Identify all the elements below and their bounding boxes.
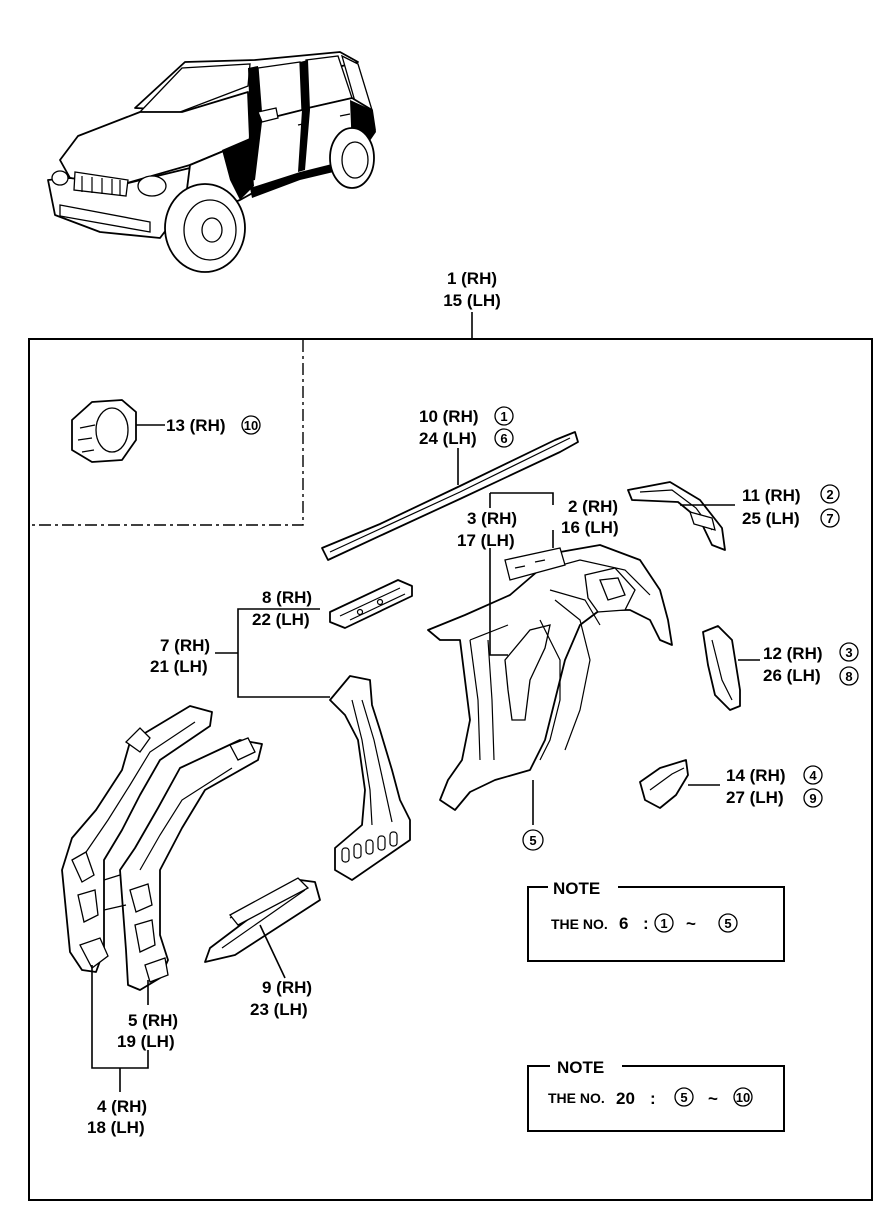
svg-text:4: 4: [809, 768, 817, 783]
svg-text:15 (LH): 15 (LH): [443, 291, 501, 310]
svg-text:19 (LH): 19 (LH): [117, 1032, 175, 1051]
callout-12: 12 (RH) 26 (LH) 3 8: [763, 642, 859, 686]
callout-11: 11 (RH) 25 (LH) 2 7: [742, 484, 840, 528]
svg-text:2 (RH): 2 (RH): [568, 497, 618, 516]
svg-text:6: 6: [619, 914, 628, 933]
callout-14: 14 (RH) 27 (LH) 4 9: [726, 765, 823, 808]
svg-text:2: 2: [826, 487, 833, 502]
callout-4: 4 (RH) 18 (LH): [87, 1097, 147, 1137]
svg-text:3 (RH): 3 (RH): [467, 509, 517, 528]
part-11-bracket: [627, 481, 735, 551]
callout-1: 1 (RH) 15 (LH): [443, 269, 501, 310]
svg-text:7 (RH): 7 (RH): [160, 636, 210, 655]
part-2-quarter-panel: [427, 544, 673, 825]
svg-text:13 (RH): 13 (RH): [166, 416, 226, 435]
svg-text:17 (LH): 17 (LH): [457, 531, 515, 550]
note-box-1: NOTE THE NO. 6 : 1 ~ 5: [527, 879, 785, 962]
callout-3: 3 (RH) 17 (LH): [457, 509, 517, 550]
svg-text:26 (LH): 26 (LH): [763, 666, 821, 685]
svg-text:14 (RH): 14 (RH): [726, 766, 786, 785]
svg-text::: :: [650, 1089, 656, 1108]
svg-text:23 (LH): 23 (LH): [250, 1000, 308, 1019]
svg-text:10: 10: [244, 418, 258, 433]
svg-text:25 (LH): 25 (LH): [742, 509, 800, 528]
svg-text:5: 5: [724, 916, 731, 931]
leader-lines: [91, 492, 554, 1092]
svg-text:THE NO.: THE NO.: [548, 1090, 605, 1106]
svg-text:8: 8: [845, 669, 852, 684]
svg-text:27 (LH): 27 (LH): [726, 788, 784, 807]
part-14-bracket: [639, 759, 720, 809]
svg-text:5 (RH): 5 (RH): [128, 1011, 178, 1030]
callout-10: 10 (RH) 24 (LH) 1 6: [419, 406, 514, 448]
svg-text:~: ~: [708, 1089, 718, 1108]
svg-text:18 (LH): 18 (LH): [87, 1118, 145, 1137]
svg-text:NOTE: NOTE: [557, 1058, 604, 1077]
svg-text:4 (RH): 4 (RH): [97, 1097, 147, 1116]
svg-text::: :: [643, 914, 649, 933]
svg-text:9: 9: [809, 791, 816, 806]
svg-text:21 (LH): 21 (LH): [150, 657, 208, 676]
svg-text:1: 1: [500, 409, 507, 424]
svg-text:1: 1: [660, 916, 667, 931]
svg-text:5: 5: [529, 833, 536, 848]
callout-7: 7 (RH) 21 (LH): [150, 636, 210, 676]
part-7-pillar: [329, 675, 411, 881]
svg-text:THE NO.: THE NO.: [551, 916, 608, 932]
svg-text:5: 5: [680, 1090, 687, 1105]
part-9-rocker: [204, 877, 321, 979]
svg-text:11 (RH): 11 (RH): [742, 486, 801, 505]
svg-text:12 (RH): 12 (RH): [763, 644, 823, 663]
callout-2: 2 (RH) 16 (LH): [561, 497, 619, 537]
svg-text:1 (RH): 1 (RH): [447, 269, 497, 288]
callout-9: 9 (RH) 23 (LH): [250, 978, 312, 1019]
svg-text:20: 20: [616, 1089, 635, 1108]
callout-5-circle: 5: [522, 829, 544, 851]
svg-text:7: 7: [826, 511, 833, 526]
note-box-2: NOTE THE NO. 20 : 5 ~ 10: [527, 1058, 785, 1132]
svg-text:~: ~: [686, 914, 696, 933]
part-4-5-front-apron: [61, 705, 263, 991]
pillar-holes: [341, 831, 398, 863]
svg-text:3: 3: [845, 645, 852, 660]
vehicle-illustration: [47, 51, 376, 273]
svg-text:16 (LH): 16 (LH): [561, 518, 619, 537]
callout-13: 13 (RH) 10: [166, 415, 261, 435]
svg-text:NOTE: NOTE: [553, 879, 600, 898]
svg-text:22 (LH): 22 (LH): [252, 610, 310, 629]
svg-text:10: 10: [736, 1090, 750, 1105]
part-12-bracket: [702, 625, 760, 711]
part-8-panel: [329, 579, 413, 629]
part-10-roof-rail: [321, 431, 579, 561]
svg-text:24 (LH): 24 (LH): [419, 429, 477, 448]
svg-text:9 (RH): 9 (RH): [262, 978, 312, 997]
svg-text:10 (RH): 10 (RH): [419, 407, 479, 426]
frame-lines: [28, 312, 873, 1201]
callout-8: 8 (RH) 22 (LH): [252, 588, 312, 629]
svg-text:8 (RH): 8 (RH): [262, 588, 312, 607]
part-13-bracket: [71, 399, 165, 463]
svg-text:6: 6: [500, 431, 507, 446]
callout-5: 5 (RH) 19 (LH): [117, 1011, 178, 1051]
